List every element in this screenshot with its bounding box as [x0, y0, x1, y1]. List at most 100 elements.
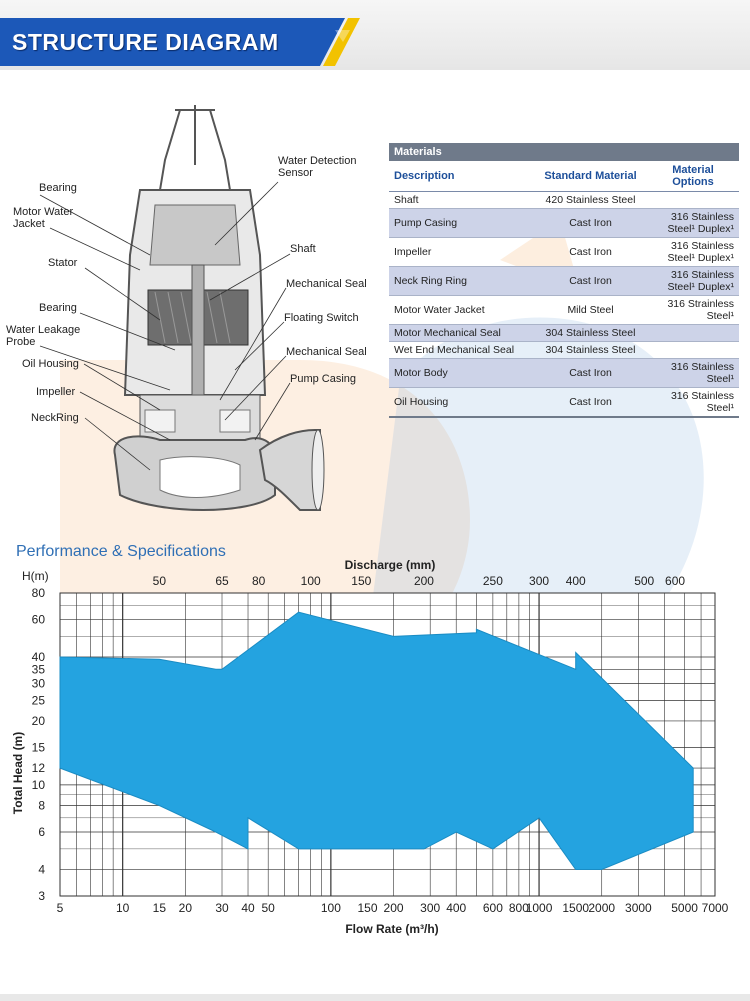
- y-tick-label: 10: [32, 778, 46, 792]
- cell-options: 316 Stainless Steel¹: [647, 387, 739, 418]
- cell-options: 316 Stainless Steel¹ Duplex¹: [647, 237, 739, 267]
- table-row: Motor Mechanical Seal 304 Stainless Stee…: [389, 324, 739, 342]
- y-tick-label: 20: [32, 714, 46, 728]
- label-mechanical-seal-top: Mechanical Seal: [286, 278, 367, 290]
- y-tick-label: 3: [38, 889, 45, 903]
- header-material-options: Material Options: [647, 161, 739, 192]
- label-mechanical-seal-bottom: Mechanical Seal: [286, 346, 367, 358]
- table-row: Impeller Cast Iron 316 Stainless Steel¹ …: [389, 237, 739, 267]
- y-tick-label: 40: [32, 650, 46, 664]
- header-title-banner: [0, 18, 360, 66]
- discharge-tick-label: 200: [414, 574, 434, 588]
- x-tick-label: 5: [57, 901, 64, 915]
- label-bearing-top: Bearing: [39, 182, 77, 194]
- cell-options: 316 Strainless Steel¹: [647, 295, 739, 325]
- y-unit-label: H(m): [22, 569, 49, 583]
- cell-description: Neck Ring Ring: [389, 266, 534, 296]
- table-row: Motor Body Cast Iron 316 Stainless Steel…: [389, 358, 739, 388]
- x-tick-label: 600: [483, 901, 503, 915]
- label-motor-water-jacket: Motor Water Jacket: [13, 206, 74, 230]
- x-tick-label: 10: [116, 901, 130, 915]
- discharge-tick-label: 500: [634, 574, 654, 588]
- label-stator: Stator: [48, 257, 78, 269]
- cell-standard: 304 Stainless Steel: [534, 341, 647, 359]
- cell-description: Wet End Mechanical Seal: [389, 341, 534, 359]
- cell-options: [647, 324, 739, 342]
- cell-standard: Cast Iron: [534, 358, 647, 388]
- cell-options: 316 Stainless Steel¹ Duplex¹: [647, 266, 739, 296]
- materials-caption: Materials: [394, 146, 442, 158]
- x-tick-label: 7000: [702, 901, 729, 915]
- header-standard-material: Standard Material: [534, 161, 647, 192]
- x-tick-label: 20: [179, 901, 193, 915]
- y-tick-label: 35: [32, 662, 46, 676]
- discharge-tick-label: 400: [566, 574, 586, 588]
- discharge-tick-label: 600: [665, 574, 685, 588]
- chart-area-layer: [59, 611, 694, 870]
- x-tick-label: 300: [420, 901, 440, 915]
- cell-standard: Cast Iron: [534, 237, 647, 267]
- x-axis-title: Flow Rate (m³/h): [345, 922, 438, 936]
- cell-standard: 304 Stainless Steel: [534, 324, 647, 342]
- x-tick-label: 1500: [562, 901, 589, 915]
- label-impeller: Impeller: [36, 386, 76, 398]
- performance-title: Performance & Specifications: [16, 543, 226, 560]
- cell-standard: Cast Iron: [534, 387, 647, 418]
- cell-description: Impeller: [389, 237, 534, 267]
- performance-area: [59, 611, 694, 870]
- x-tick-label: 100: [321, 901, 341, 915]
- footer-divider: [0, 994, 750, 1001]
- materials-table: Materials Description Standard Material …: [389, 143, 739, 418]
- y-tick-label: 4: [38, 862, 45, 876]
- cell-standard: 420 Stainless Steel: [534, 191, 647, 209]
- y-tick-label: 15: [32, 740, 46, 754]
- table-row: Neck Ring Ring Cast Iron 316 Stainless S…: [389, 266, 739, 296]
- label-water-detection-sensor: Water Detection Sensor: [278, 155, 357, 179]
- discharge-tick-label: 50: [153, 574, 167, 588]
- y-tick-label: 25: [32, 693, 46, 707]
- cell-options: 316 Stainless Steel¹: [647, 358, 739, 388]
- x-tick-label: 30: [215, 901, 229, 915]
- table-row: Pump Casing Cast Iron 316 Stainless Stee…: [389, 208, 739, 238]
- label-bearing-bottom: Bearing: [39, 302, 77, 314]
- table-row: Motor Water Jacket Mild Steel 316 Strain…: [389, 295, 739, 325]
- y-tick-label: 30: [32, 677, 46, 691]
- table-row: Wet End Mechanical Seal 304 Stainless St…: [389, 341, 739, 359]
- y-tick-label: 6: [38, 825, 45, 839]
- cell-description: Oil Housing: [389, 387, 534, 418]
- cell-options: [647, 191, 739, 209]
- label-neckring: NeckRing: [31, 412, 79, 424]
- label-floating-switch: Floating Switch: [284, 312, 359, 324]
- y-tick-label: 80: [32, 586, 46, 600]
- x-tick-label: 1000: [526, 901, 553, 915]
- cell-standard: Mild Steel: [534, 295, 647, 325]
- y-tick-label: 8: [38, 798, 45, 812]
- page-title: STRUCTURE DIAGRAM: [12, 29, 279, 55]
- cell-standard: Cast Iron: [534, 266, 647, 296]
- discharge-tick-label: 150: [351, 574, 371, 588]
- label-pump-casing: Pump Casing: [290, 373, 357, 385]
- cell-standard: Cast Iron: [534, 208, 647, 238]
- x-tick-label: 800: [509, 901, 529, 915]
- discharge-tick-label: 100: [301, 574, 321, 588]
- label-shaft: Shaft: [290, 243, 316, 255]
- cell-description: Motor Body: [389, 358, 534, 388]
- x-tick-label: 150: [358, 901, 378, 915]
- cell-description: Motor Water Jacket: [389, 295, 534, 325]
- table-row: Shaft 420 Stainless Steel: [389, 191, 739, 209]
- x-tick-label: 200: [384, 901, 404, 915]
- cell-options: [647, 341, 739, 359]
- top-axis-title: Discharge (mm): [345, 558, 436, 572]
- discharge-tick-label: 300: [529, 574, 549, 588]
- cell-description: Pump Casing: [389, 208, 534, 238]
- discharge-tick-label: 250: [483, 574, 503, 588]
- label-water-leakage-probe: Water Leakage Probe: [6, 324, 81, 348]
- y-tick-label: 60: [32, 613, 46, 627]
- x-tick-label: 5000: [671, 901, 698, 915]
- label-oil-housing: Oil Housing: [22, 358, 79, 370]
- y-tick-label: 12: [32, 761, 46, 775]
- x-tick-label: 3000: [625, 901, 652, 915]
- materials-caption-row: Materials: [389, 143, 739, 161]
